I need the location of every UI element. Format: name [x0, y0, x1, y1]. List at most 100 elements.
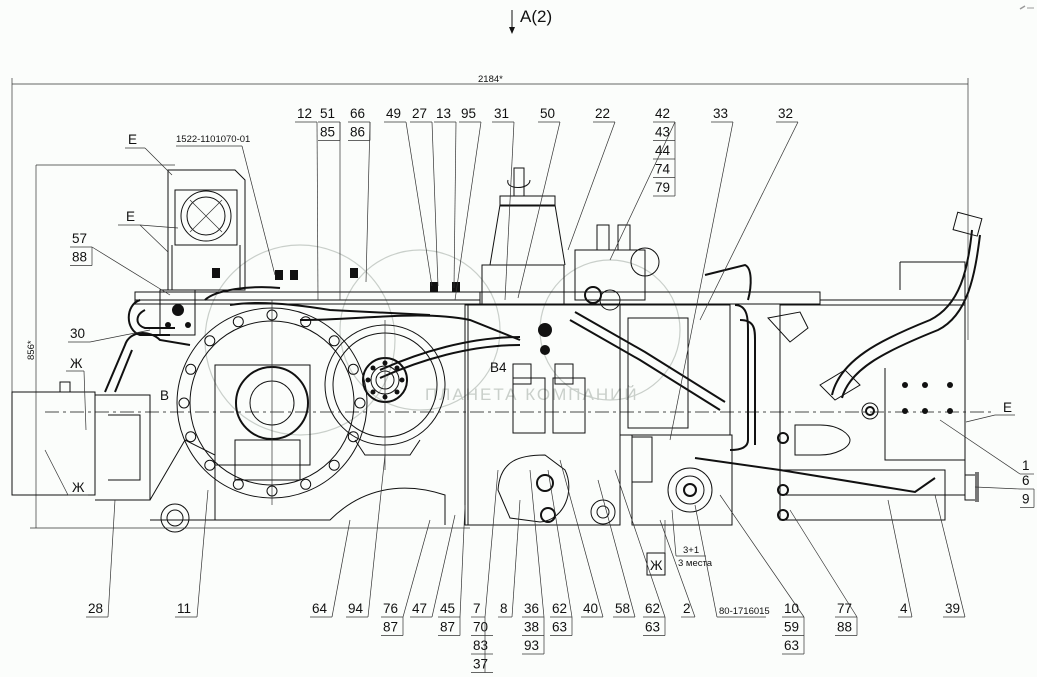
top-housing-rail [134, 291, 965, 305]
corner-mark [1019, 5, 1034, 10]
callout-95: 95 [454, 106, 482, 301]
bolt-hole [300, 316, 312, 328]
flange-bolt [382, 360, 388, 366]
callout-label: 8 [500, 601, 508, 616]
callout-label: 6 [1022, 473, 1030, 488]
callout-leader [107, 499, 116, 618]
bolt-hole [185, 363, 197, 375]
callout-label: 43 [655, 125, 670, 140]
callout-11: 11 [175, 489, 209, 618]
callout-leader [529, 469, 545, 618]
callout-leader [196, 489, 209, 618]
section-mark-zh-3: Ж [650, 558, 663, 573]
callout-label: 63 [784, 638, 799, 653]
callout-label: 94 [348, 601, 364, 616]
callout-27: 27 [410, 106, 439, 287]
callout-30: 30 [68, 326, 151, 343]
flange-bolt [399, 377, 405, 383]
length-dimension-value: 2184* [478, 74, 503, 85]
callout-13: 13 [434, 106, 457, 289]
callout-leader [504, 121, 515, 301]
callout-label: 87 [383, 620, 398, 635]
callout-leader [789, 509, 858, 618]
callout-94: 94 [346, 454, 386, 618]
callout-label: 77 [837, 601, 852, 616]
bolt-hole [204, 459, 216, 471]
callout-leader [669, 121, 734, 441]
callout-leader [89, 329, 151, 343]
callout-label: 57 [72, 231, 87, 246]
callout-leader [405, 121, 433, 287]
section-mark-zh-2: Ж [72, 480, 85, 495]
callout-2: 2 [659, 519, 696, 618]
callout-label: 74 [655, 162, 671, 177]
callout-leader [91, 246, 171, 296]
callout-label: 88 [72, 250, 87, 265]
callout-leader [719, 494, 805, 618]
callout-leader [431, 514, 456, 618]
bolt-hole [185, 431, 197, 443]
callout-6-9: 69 [974, 473, 1035, 508]
callout-leader [459, 504, 466, 618]
callout-label: 50 [540, 106, 555, 121]
callout-label: 1 [1022, 458, 1030, 473]
section-mark-b: В [160, 388, 169, 403]
callout-label: 9 [1022, 492, 1030, 507]
callout-leader [331, 519, 351, 618]
callout-leader [431, 121, 439, 287]
callout-leader [367, 454, 386, 618]
section-mark-e-1: E [128, 132, 137, 147]
pto-disk [324, 320, 446, 470]
bolt-hole [232, 316, 244, 328]
callout-40: 40 [559, 459, 604, 618]
callout-label: 28 [88, 601, 103, 616]
watermark: ПЛАНЕТА КОМПАНИЙ [204, 244, 681, 436]
bolt-hole [266, 485, 278, 497]
flange-bolt [370, 365, 376, 371]
callout-label: 45 [440, 601, 455, 616]
valve-block-left [159, 268, 460, 336]
bolt-hole [266, 309, 278, 321]
callout-label: 22 [595, 106, 610, 121]
view-marker: A(2) [509, 7, 552, 34]
part-number-labels: 1522-1101070-01 80-1716015 3+1 3 места [176, 134, 770, 618]
callout-label: 11 [177, 601, 191, 616]
callout-label: 49 [386, 106, 401, 121]
callout-39: 39 [934, 494, 966, 618]
callout-label: 37 [473, 657, 488, 672]
callout-label: 44 [655, 143, 671, 158]
callout-leader [365, 121, 371, 283]
callout-label: 32 [778, 106, 793, 121]
callout-leader [597, 479, 636, 618]
callout-label: 40 [583, 601, 598, 616]
callout-label: 63 [645, 620, 660, 635]
gear-case-bolts [178, 309, 405, 497]
callout-label: 51 [320, 106, 335, 121]
bolt-hole [232, 478, 244, 490]
flange-bolt [394, 365, 400, 371]
callout-label: 87 [440, 620, 455, 635]
bolt-hole [178, 397, 190, 409]
section-mark-b4: В4 [490, 360, 507, 375]
callout-leader [454, 121, 482, 301]
callout-leader [402, 519, 431, 618]
flange-bolt [365, 377, 371, 383]
callout-leader [559, 459, 604, 618]
rear-housing [767, 261, 979, 521]
callout-8: 8 [498, 499, 521, 618]
callout-label: 62 [645, 601, 660, 616]
callout-label: 59 [784, 620, 799, 635]
callout-leader [511, 499, 521, 618]
callout-31: 31 [492, 106, 515, 301]
callout-leader [517, 121, 561, 299]
callout-12: 12 [295, 106, 319, 301]
callout-33: 33 [669, 106, 734, 441]
callout-label: 64 [312, 601, 328, 616]
callout-leader [659, 519, 696, 618]
callout-label: 79 [655, 180, 670, 195]
